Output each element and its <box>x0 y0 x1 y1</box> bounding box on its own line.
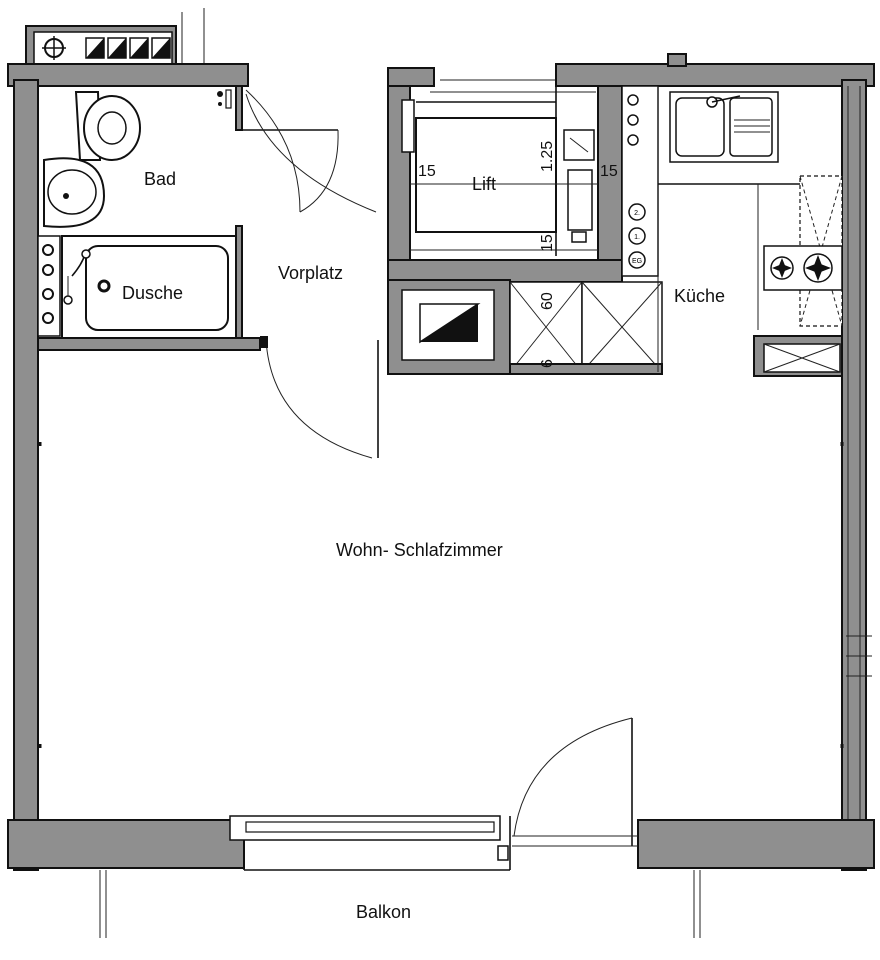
washbasin <box>43 157 106 228</box>
floor-button-2-label: 2. <box>634 210 640 217</box>
elevator-floor-buttons: 2. 1. EG <box>628 203 646 269</box>
dim-lift-bottom: 15 <box>539 234 556 252</box>
stove <box>763 245 843 291</box>
dim-lift-left: 15 <box>418 163 436 180</box>
meter-squares <box>85 37 171 59</box>
dim-shaft-60: 60 <box>539 292 556 310</box>
shower-drain-icon <box>97 279 111 293</box>
floor-button-1-label: 1. <box>634 234 640 241</box>
toilet <box>74 91 141 161</box>
bathroom: Bad Dusche <box>37 85 261 351</box>
room-label-vorplatz: Vorplatz <box>278 263 343 283</box>
shower-tray <box>61 235 237 339</box>
dim-shaft-6: 6 <box>539 359 556 368</box>
entry-door <box>260 336 379 459</box>
kitchen: 2. 1. EG <box>621 85 843 377</box>
balcony-opening <box>229 717 638 871</box>
meter-box <box>25 8 205 69</box>
kitchen-sink <box>669 91 779 163</box>
floor-button-2 <box>628 203 646 221</box>
room-label-dusche: Dusche <box>122 283 183 303</box>
wall-ticks <box>38 442 872 748</box>
dim-lift-height: 1.25 <box>539 141 556 172</box>
room-label-lift: Lift <box>472 174 496 194</box>
room-label-balkon: Balkon <box>356 902 411 922</box>
floor-button-eg <box>628 251 646 269</box>
balcony: Balkon <box>99 870 701 938</box>
room-label-bad: Bad <box>144 169 176 189</box>
bath-door <box>240 89 377 213</box>
pipe-shaft <box>37 235 61 337</box>
room-label-wohn-schlafzimmer: Wohn- Schlafzimmer <box>336 540 503 560</box>
service-shafts: 60 6 <box>387 279 663 375</box>
elevator-core: 15 15 1.25 15 Lift <box>387 67 623 283</box>
room-label-kueche: Küche <box>674 286 725 306</box>
floor-button-eg-label: EG <box>632 258 642 265</box>
exterior-walls <box>7 53 875 871</box>
floor-button-1 <box>628 227 646 245</box>
dim-lift-right: 15 <box>600 163 618 180</box>
